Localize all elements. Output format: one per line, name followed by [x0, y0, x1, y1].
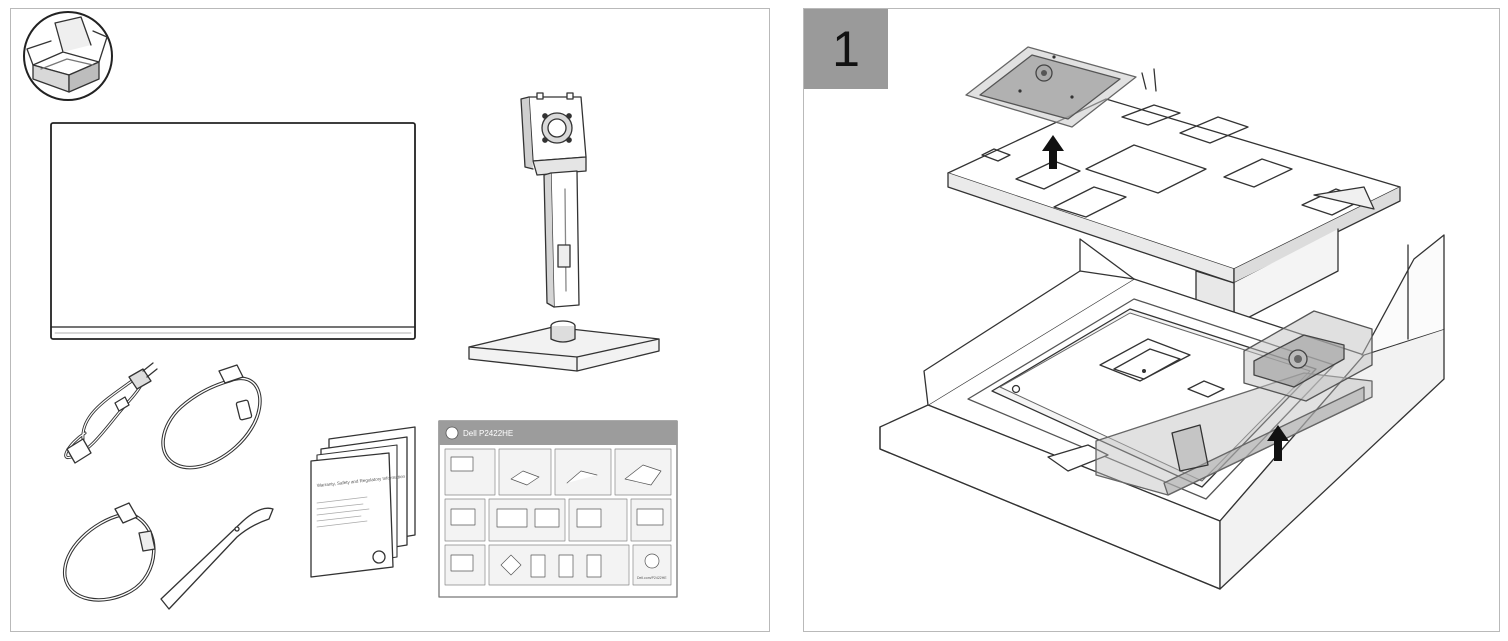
lift-arrow-icon	[1042, 135, 1064, 169]
warranty-booklet: Warranty, Safety and Regulatory Informat…	[310, 426, 416, 578]
usb-cable-icon	[161, 364, 262, 470]
monitor-panel	[50, 122, 416, 340]
stand-neck-lifted	[1095, 310, 1373, 496]
quick-setup-guide: Dell P2422HE	[438, 420, 678, 598]
stand-base-lifted	[965, 46, 1137, 128]
step-1-panel: 1	[803, 8, 1500, 632]
dell-logo-icon	[372, 550, 386, 564]
hdmi-cable-icon	[63, 502, 156, 602]
monitor-stand	[468, 92, 660, 372]
box-contents-icon	[23, 11, 113, 101]
step-number-badge: 1	[804, 9, 888, 89]
power-cable-icon	[64, 362, 158, 464]
qsg-title: Dell P2422HE	[463, 429, 513, 438]
lift-arrow-icon	[1267, 425, 1289, 461]
cable-tie-icon	[160, 507, 274, 610]
shipping-box	[879, 234, 1445, 590]
box-contents-panel: Warranty, Safety and Regulatory Informat…	[10, 8, 770, 632]
qsg-url: Dell.com/P2422HE	[637, 576, 667, 580]
